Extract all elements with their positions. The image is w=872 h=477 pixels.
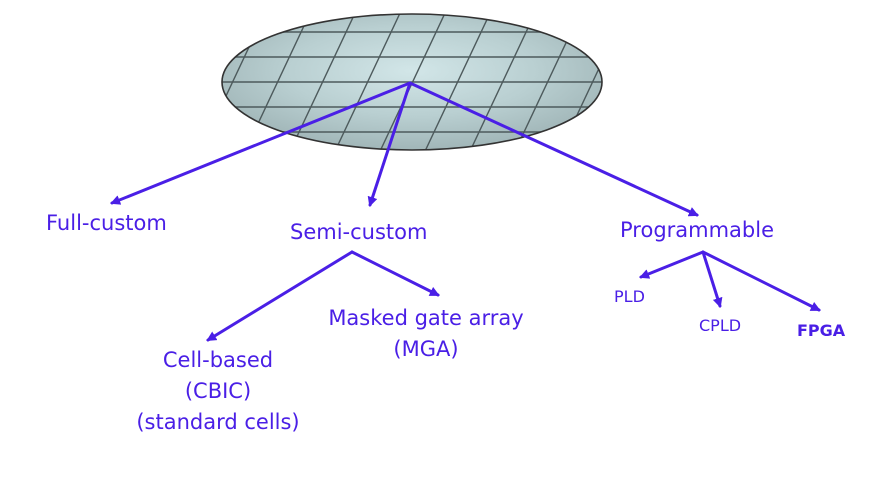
arrow-to-full-custom [110,81,412,205]
label-full-custom: Full-custom [46,211,167,235]
arrow-to-fpga [701,250,821,312]
arrow-to-pld [639,250,705,279]
label-cell-based-line3: (standard cells) [136,410,300,434]
arrow-to-cell-based [206,250,354,342]
arrow-to-programmable [408,81,699,217]
arrow-to-masked-gate-array [350,250,440,297]
label-programmable: Programmable [620,218,775,242]
label-cell-based: Cell-based (CBIC) (standard cells) [128,345,308,438]
label-cpld: CPLD [699,316,742,335]
label-fpga: FPGA [797,321,846,340]
label-pld: PLD [614,287,645,306]
label-cell-based-line2: (CBIC) [184,379,252,403]
arrow-to-cpld [701,250,723,308]
label-masked-gate-array-line1: Masked gate array [328,306,524,330]
label-masked-gate-array: Masked gate array (MGA) [326,303,526,365]
label-masked-gate-array-line2: (MGA) [393,337,459,361]
label-cell-based-line1: Cell-based [162,348,274,372]
arrow-to-semi-custom [367,81,412,207]
wafer-icon [221,13,603,151]
label-semi-custom: Semi-custom [290,220,428,244]
